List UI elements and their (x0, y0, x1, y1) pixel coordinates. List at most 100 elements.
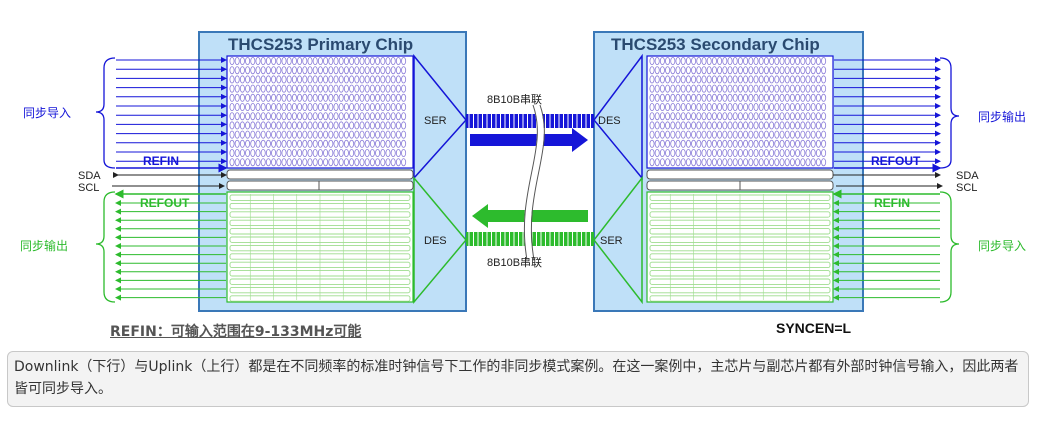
grid-cell (789, 103, 795, 112)
grid-cell (395, 75, 401, 84)
grid-cell (743, 93, 749, 102)
grid-cell (737, 84, 743, 93)
grid-cell (800, 57, 806, 66)
grid-cell (260, 84, 266, 93)
grid-cell (795, 130, 801, 139)
grid-cell (271, 158, 277, 167)
grid-cell (732, 75, 738, 84)
grid-cell (312, 121, 318, 130)
grid-cell (354, 84, 360, 93)
grid-cell (680, 148, 686, 157)
grid-cell (380, 130, 386, 139)
grid-cell (680, 84, 686, 93)
grid-cell (805, 130, 811, 139)
grid-cell (737, 93, 743, 102)
grid-cell (250, 130, 256, 139)
grid-cell (654, 158, 660, 167)
grid-cell (276, 112, 282, 121)
grid-cell (758, 121, 764, 130)
grid-cell (250, 57, 256, 66)
grid-cell (659, 75, 665, 84)
grid-cell (810, 103, 816, 112)
grid-cell (753, 57, 759, 66)
grid-cell (245, 84, 251, 93)
grid-cell (359, 148, 365, 157)
grid-cell (659, 139, 665, 148)
grid-cell (691, 75, 697, 84)
grid-cell (307, 112, 313, 121)
grid-cell (234, 112, 240, 121)
grid-cell (312, 148, 318, 157)
grid-cell (706, 93, 712, 102)
grid-cell (815, 130, 821, 139)
grid-cell (369, 121, 375, 130)
grid-cell (328, 139, 334, 148)
grid-cell (763, 139, 769, 148)
grid-cell (795, 103, 801, 112)
grid-cell (758, 103, 764, 112)
grid-cell (748, 84, 754, 93)
grid-cell (649, 66, 655, 75)
grid-cell (286, 139, 292, 148)
grid-cell (395, 66, 401, 75)
grid-cell (696, 121, 702, 130)
grid-cell (276, 93, 282, 102)
grid-cell (276, 75, 282, 84)
grid-cell (774, 112, 780, 121)
grid-cell (685, 93, 691, 102)
grid-cell (286, 57, 292, 66)
grid-cell (234, 103, 240, 112)
grid-cell (255, 75, 261, 84)
grid-cell (691, 130, 697, 139)
grid-cell (748, 103, 754, 112)
grid-cell (349, 93, 355, 102)
grid-cell (291, 158, 297, 167)
grid-cell (800, 93, 806, 102)
grid-cell (774, 148, 780, 157)
grid-cell (343, 148, 349, 157)
grid-cell (659, 66, 665, 75)
grid-cell (784, 75, 790, 84)
grid-cell (784, 139, 790, 148)
grid-cell (338, 75, 344, 84)
grid-cell (670, 121, 676, 130)
grid-cell (286, 84, 292, 93)
grid-cell (250, 84, 256, 93)
grid-cell (307, 158, 313, 167)
grid-cell (701, 66, 707, 75)
grid-cell (789, 148, 795, 157)
grid-cell (774, 66, 780, 75)
grid-cell (810, 121, 816, 130)
grid-cell (743, 66, 749, 75)
grid-cell (307, 84, 313, 93)
grid-cell (271, 103, 277, 112)
grid-cell (317, 139, 323, 148)
grid-cell (281, 139, 287, 148)
grid-cell (364, 112, 370, 121)
grid-cell (239, 93, 245, 102)
grid-cell (800, 148, 806, 157)
grid-cell (675, 93, 681, 102)
grid-cell (250, 158, 256, 167)
grid-cell (302, 75, 308, 84)
grid-cell (696, 103, 702, 112)
grid-cell (654, 84, 660, 93)
grid-cell (395, 103, 401, 112)
grid-cell (276, 121, 282, 130)
grid-cell (338, 121, 344, 130)
grid-cell (307, 139, 313, 148)
grid-cell (390, 139, 396, 148)
grid-cell (245, 148, 251, 157)
grid-cell (245, 139, 251, 148)
grid-cell (779, 84, 785, 93)
left-refin-label: REFIN (143, 154, 179, 168)
grid-cell (665, 66, 671, 75)
grid-cell (815, 103, 821, 112)
grid-cell (354, 148, 360, 157)
grid-cell (789, 139, 795, 148)
grid-cell (239, 148, 245, 157)
grid-cell (784, 57, 790, 66)
grid-cell (722, 139, 728, 148)
grid-cell (685, 121, 691, 130)
grid-cell (649, 139, 655, 148)
